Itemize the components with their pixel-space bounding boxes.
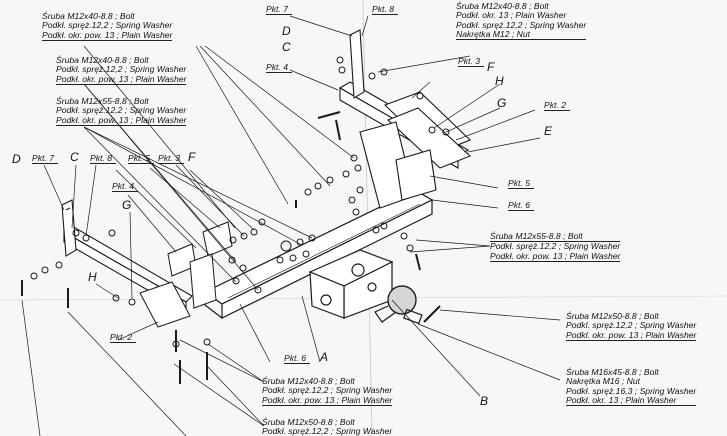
bolt-line: Śruba M12x50-8.8 ; Bolt	[262, 417, 355, 427]
part-letter-e-right: E	[544, 124, 553, 138]
washer-line: Podkł. spręż.12,2 ; Spring Washer	[42, 20, 173, 31]
washer-line: Podkl. okr. pow. 13 ; Plain Washer	[566, 329, 697, 341]
bolt-line: Śruba M12x40-8.8 ; Bolt	[56, 55, 149, 65]
bolt-block-bottom-2: Śruba M12x50-8.8 ; Bolt Podkł. spręż.12,…	[262, 417, 393, 436]
washer-line: Podkł. okr. 13 ; Plain Washer	[456, 10, 567, 21]
bolt-line: Śruba M12x50-8.8 ; Bolt	[566, 311, 659, 321]
washer-line: Podkł. okr. pow. 13 ; Plain Washer	[56, 114, 187, 126]
part-letter-c-top: C	[282, 40, 291, 54]
part-letter-d-left: D	[12, 152, 21, 166]
part-letter-g-left: G	[122, 198, 132, 212]
washer-line: Podkł. okr. pow. 13 ; Plain Washer	[56, 73, 187, 85]
cross-beam	[203, 189, 434, 319]
bolt-block-top-right: Śruba M12x40-8.8 ; Bolt Podkł. okr. 13 ;…	[456, 1, 587, 41]
part-letter-f-right: F	[487, 60, 495, 74]
bolt-line: Śruba M12x40-8.8 ; Bolt	[262, 376, 355, 386]
washer-line: Podkł. spręż.12,2 ; Spring Washer	[56, 64, 187, 75]
bolt-line: Śruba M12x55-8.8 ; Bolt	[56, 96, 149, 106]
part-letter-f-mid: F	[188, 150, 196, 164]
pkt-8-top-label: Pkt. 8	[372, 4, 398, 15]
pkt-4-left-label: Pkt. 4	[112, 181, 138, 192]
part-letter-h-right: H	[495, 74, 504, 88]
washer-line: Podkł. okr. pow. 13 ; Plain Washer	[42, 29, 173, 41]
pkt-2-right-label: Pkt. 2	[544, 100, 570, 111]
washer-line: Podkł. spręż.12,2 ; Spring Washer	[490, 241, 621, 252]
bolt-line: Śruba M16x45-8.8 ; Bolt	[566, 367, 659, 377]
part-letter-g-right: G	[497, 96, 507, 110]
nut-line: Nakrętka M16 ; Nut	[566, 376, 641, 387]
left-plates	[139, 221, 233, 328]
nut-line: Nakrętka M12 ; Nut	[456, 29, 587, 41]
washer-line: Podkl. spręż.12,2 ; Spring Washer	[566, 320, 697, 331]
washer-line: Podkł. spręż.12,2 ; Spring Washer	[262, 385, 393, 396]
washer-line: Podkł. spręż.16,3 ; Spring Washer	[566, 385, 697, 396]
bolt-block-right-low: Śruba M12x50-8.8 ; Bolt Podkl. spręż.12,…	[566, 311, 697, 341]
washer-line: Podkł. spręż.12,2 ; Spring Washer	[456, 19, 587, 30]
pkt-6-right-label: Pkt. 6	[508, 200, 534, 211]
washer-line: Podkł. spręż.12,2 ; Spring Washer	[56, 105, 187, 116]
pkt-3-mid-label: Pkt. 3	[158, 153, 184, 164]
pkt-8-left-label: Pkt. 8	[90, 153, 116, 164]
leader-lines	[21, 15, 561, 436]
part-letter-a: A	[320, 350, 329, 364]
fasteners	[21, 56, 450, 384]
washer-line: Podkł. okr. pow. 13 ; Plain Washer	[490, 250, 621, 262]
right-side-bracket	[338, 29, 472, 209]
washer-line: Podkł. okr. pow. 13 ; Plain Washer	[262, 394, 393, 406]
pkt-3-right-label: Pkt. 3	[458, 56, 484, 67]
part-letter-c-left: C	[70, 150, 79, 164]
bolt-block-mid-left-1: Śruba M12x40-8.8 ; Bolt Podkł. spręż.12,…	[56, 55, 187, 85]
pkt-7-top-label: Pkt. 7	[266, 4, 292, 15]
washer-line: Podkł. okr. 13 ; Plain Washer	[566, 395, 697, 407]
part-letter-h-left: H	[88, 270, 97, 284]
bolt-block-top-left: Śruba M12x40-8.8 ; Bolt Podkł. spręż.12,…	[42, 11, 173, 41]
pkt-2-left-label: Pkt. 2	[110, 332, 136, 343]
washer-line: Podkł. spręż.12,2 ; Spring Washer	[262, 426, 393, 436]
bolt-block-mid-left-2: Śruba M12x55-8.8 ; Bolt Podkł. spręż.12,…	[56, 96, 187, 126]
pkt-5-mid-label: Pkt. 5	[128, 153, 154, 164]
pkt-4-top-label: Pkt. 4	[266, 62, 292, 73]
pkt-7-left-label: Pkt. 7	[32, 153, 58, 164]
pkt-5-right-label: Pkt. 5	[508, 178, 534, 189]
bolt-block-right-mid: Śruba M12x55-8.8 ; Bolt Podkł. spręż.12,…	[490, 231, 621, 262]
pkt-6-bottom-label: Pkt. 6	[284, 353, 310, 364]
part-letter-b: B	[480, 394, 489, 408]
bolt-block-right-bottom: Śruba M16x45-8.8 ; Bolt Nakrętka M16 ; N…	[566, 367, 697, 407]
bolt-block-bottom-1: Śruba M12x40-8.8 ; Bolt Podkł. spręż.12,…	[262, 376, 393, 406]
part-letter-d-top: D	[282, 24, 291, 38]
bolt-line: Śruba M12x40-8.8 ; Bolt	[42, 11, 135, 21]
bolt-line: Śruba M12x55-8.8 ; Bolt	[490, 231, 621, 243]
bolt-line: Śruba M12x40-8.8 ; Bolt	[456, 1, 549, 11]
